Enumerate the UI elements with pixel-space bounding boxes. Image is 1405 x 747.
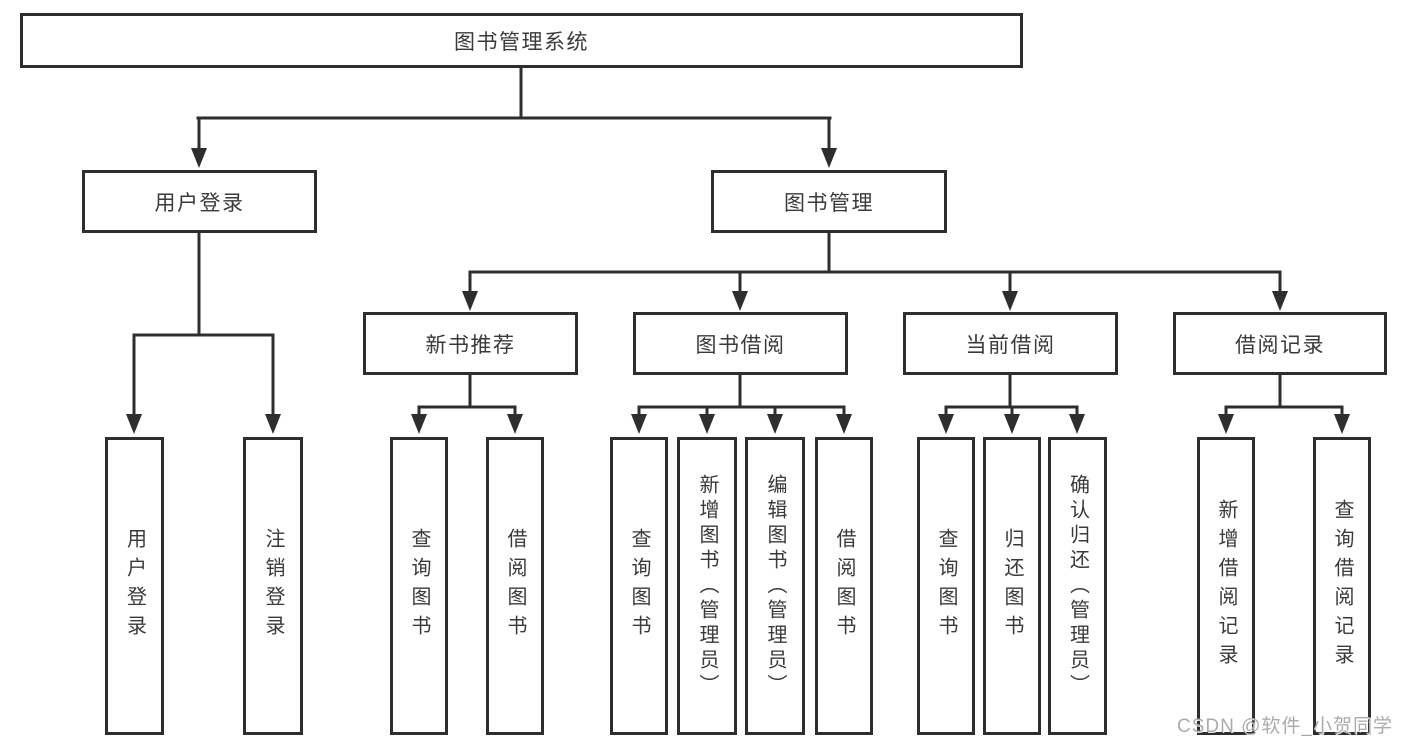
- leaf-add-book-admin: 新增图书（管理员）: [677, 437, 737, 735]
- node-label: 查询图书: [935, 528, 957, 644]
- leaf-confirm-return-admin: 确认归还（管理员）: [1048, 437, 1107, 735]
- node-label: 图书管理系统: [454, 30, 589, 54]
- node-label: 查询图书: [408, 528, 430, 644]
- leaf-borrow-books-recommend: 借阅图书: [486, 437, 544, 735]
- connector-borrowing-records-branch: [1218, 373, 1350, 434]
- leaf-user-login: 用户登录: [105, 437, 164, 735]
- node-user-login: 用户登录: [82, 170, 317, 233]
- node-new-book-recommendation: 新书推荐: [363, 312, 578, 375]
- leaf-borrow-books-borrowing: 借阅图书: [815, 437, 873, 735]
- node-label: 当前借阅: [965, 333, 1056, 357]
- leaf-query-borrow-record: 查询借阅记录: [1313, 437, 1371, 735]
- node-label: 查询借阅记录: [1331, 499, 1353, 673]
- connector-new-book-branch: [411, 373, 523, 434]
- node-book-borrowing: 图书借阅: [633, 312, 848, 375]
- connector-root-to-level2: [191, 66, 837, 168]
- leaf-logout: 注销登录: [243, 437, 303, 735]
- node-label: 图书借阅: [695, 333, 786, 357]
- node-borrowing-records: 借阅记录: [1173, 312, 1387, 375]
- connector-current-borrowing-branch: [938, 373, 1085, 434]
- node-label: 图书管理: [784, 191, 874, 215]
- node-label: 新书推荐: [425, 333, 516, 357]
- node-label: 用户登录: [123, 528, 146, 644]
- node-label: 编辑图书（管理员）: [764, 473, 786, 699]
- node-label: 新增借阅记录: [1215, 499, 1237, 673]
- leaf-edit-book-admin: 编辑图书（管理员）: [745, 437, 805, 735]
- node-label: 确认归还（管理员）: [1066, 473, 1089, 699]
- connector-book-borrowing-branch: [631, 373, 852, 434]
- node-label: 借阅图书: [504, 528, 526, 644]
- leaf-add-borrow-record: 新增借阅记录: [1197, 437, 1255, 735]
- node-current-borrowing: 当前借阅: [903, 312, 1118, 375]
- node-label: 用户登录: [154, 191, 245, 215]
- leaf-query-books-recommend: 查询图书: [390, 437, 448, 735]
- connector-user-login-branch: [126, 231, 281, 434]
- node-label: 新增图书（管理员）: [696, 473, 718, 699]
- node-label: 注销登录: [262, 528, 284, 644]
- leaf-return-books: 归还图书: [983, 437, 1041, 735]
- node-label: 查询图书: [628, 528, 650, 644]
- leaf-query-books-borrowing: 查询图书: [610, 437, 668, 735]
- node-label: 归还图书: [1001, 528, 1023, 644]
- node-library-management-system: 图书管理系统: [20, 13, 1023, 68]
- csdn-watermark: CSDN @软件_小贺同学: [1177, 716, 1393, 737]
- node-book-management: 图书管理: [711, 170, 947, 233]
- node-label: 借阅图书: [833, 528, 855, 644]
- connector-book-management-branch: [462, 231, 1288, 311]
- leaf-query-books-current: 查询图书: [917, 437, 975, 735]
- node-label: 借阅记录: [1235, 333, 1325, 357]
